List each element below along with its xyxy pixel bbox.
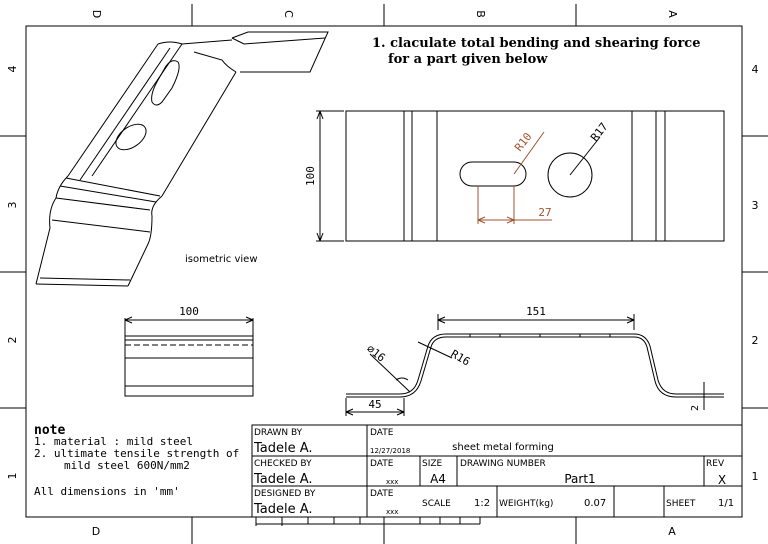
- task-line-2: for a part given below: [388, 52, 548, 67]
- zone-bottom-d: D: [92, 525, 100, 538]
- rev-label: REV: [706, 459, 725, 469]
- top-dim-27: 27: [538, 206, 551, 219]
- side-dim-100: 100: [179, 305, 199, 318]
- title-block-text: DRAWN BY Tadele A. DATE 12/27/2018 sheet…: [253, 428, 734, 517]
- sheet-label: SHEET: [666, 499, 696, 509]
- date-2: xxx: [386, 478, 398, 486]
- weight-value: 0.07: [584, 498, 606, 509]
- zone-bottom-a: A: [668, 525, 676, 538]
- side-view: [124, 316, 254, 397]
- weight-label: WEIGHT(kg): [499, 499, 553, 509]
- zone-top-a: A: [666, 10, 679, 18]
- front-view: [345, 314, 724, 416]
- note-line-2: 2. ultimate tensile strength of: [34, 447, 239, 460]
- zone-right-1: 1: [752, 470, 759, 483]
- drawn-by-label: DRAWN BY: [254, 428, 303, 438]
- zone-left-1: 1: [6, 473, 19, 480]
- isometric-view: [35, 31, 329, 287]
- front-dim-dia16: ∅16: [364, 342, 388, 364]
- task-statement: 1. claculate total bending and shearing …: [372, 36, 701, 67]
- date-label-1: DATE: [370, 428, 394, 438]
- isometric-label: isometric view: [185, 254, 258, 265]
- front-dim-2: 2: [690, 405, 701, 411]
- date-3: xxx: [386, 508, 398, 516]
- scale-value: 1:2: [474, 498, 490, 509]
- zone-top-b: B: [474, 10, 487, 18]
- top-view: [316, 110, 725, 242]
- zone-left-2: 2: [6, 337, 19, 344]
- front-dim-r16: R16: [449, 347, 473, 368]
- scale-label: SCALE: [422, 499, 451, 509]
- zone-left-4: 4: [6, 66, 19, 73]
- slot-dimensions: [477, 131, 552, 224]
- zone-top-d: D: [90, 10, 103, 18]
- size-label: SIZE: [422, 459, 443, 469]
- note-title: note: [34, 423, 65, 438]
- checked-by: Tadele A.: [253, 472, 313, 487]
- sheet-value: 1/1: [718, 498, 734, 509]
- drawn-by: Tadele A.: [253, 441, 313, 456]
- date-label-3: DATE: [370, 489, 394, 499]
- note-line-3: mild steel 600N/mm2: [64, 459, 190, 472]
- size-value: A4: [430, 472, 446, 486]
- zone-right-2: 2: [752, 334, 759, 347]
- task-line-1: 1. claculate total bending and shearing …: [372, 36, 701, 51]
- zone-right-4: 4: [752, 63, 759, 76]
- front-dim-151: 151: [526, 305, 546, 318]
- zone-right-3: 3: [752, 199, 759, 212]
- top-dim-r17: R17: [588, 120, 610, 144]
- note-line-4: All dimensions in 'mm': [34, 485, 180, 498]
- drawing-number-label: DRAWING NUMBER: [460, 459, 546, 469]
- designed-by: Tadele A.: [253, 502, 313, 517]
- drawing-title: sheet metal forming: [452, 442, 554, 453]
- date-label-2: DATE: [370, 459, 394, 469]
- zone-left-3: 3: [6, 202, 19, 209]
- rev-value: X: [718, 473, 726, 487]
- drawing-number: Part1: [564, 472, 595, 486]
- designed-by-label: DESIGNED BY: [254, 489, 316, 499]
- zone-top-c: C: [282, 10, 295, 18]
- zone-labels: D C B A D A 4 3 2 1 4 3 2 1: [6, 10, 759, 538]
- title-block: [251, 424, 743, 526]
- date-1: 12/27/2018: [370, 447, 410, 455]
- top-dim-100: 100: [304, 166, 317, 186]
- checked-by-label: CHECKED BY: [254, 459, 312, 469]
- notes: note 1. material : mild steel 2. ultimat…: [34, 423, 239, 498]
- front-dim-45: 45: [368, 398, 381, 411]
- note-line-1: 1. material : mild steel: [34, 435, 193, 448]
